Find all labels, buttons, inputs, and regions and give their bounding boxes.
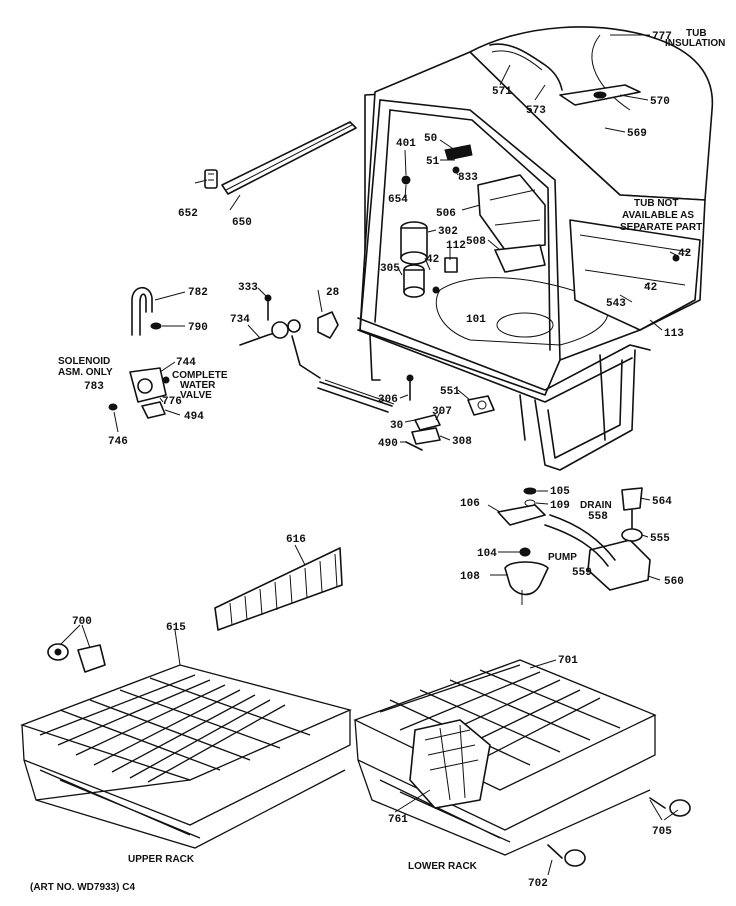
caption-drain: DRAIN <box>580 500 612 511</box>
label-508: 508 <box>466 236 486 248</box>
label-302: 302 <box>438 226 458 238</box>
label-558: 558 <box>588 511 608 523</box>
caption-tub-not-1: TUB NOT <box>634 198 678 209</box>
vent-hose <box>489 43 563 91</box>
label-654: 654 <box>388 194 408 206</box>
caption-valve-3: VALVE <box>180 390 212 401</box>
label-571: 571 <box>492 86 512 98</box>
left-parts <box>108 121 495 451</box>
label-101: 101 <box>466 314 486 326</box>
label-569: 569 <box>627 128 647 140</box>
label-113: 113 <box>664 328 684 340</box>
label-104: 104 <box>477 548 497 560</box>
label-42a: 42 <box>426 254 439 266</box>
label-615: 615 <box>166 622 186 634</box>
label-308: 308 <box>452 436 472 448</box>
part-labels: 777 571 573 570 569 50 401 51 833 654 50… <box>72 31 691 890</box>
label-560: 560 <box>664 576 684 588</box>
pump-parts <box>497 487 651 605</box>
label-650: 650 <box>232 217 252 229</box>
tub-insulation <box>429 26 714 201</box>
label-494: 494 <box>184 411 204 423</box>
caption-tub-insulation-1: TUB <box>686 28 707 39</box>
label-305: 305 <box>380 263 400 275</box>
lower-rack <box>353 659 691 867</box>
label-783: 783 <box>84 381 104 393</box>
label-776: 776 <box>162 396 182 408</box>
label-570: 570 <box>650 96 670 108</box>
label-833: 833 <box>458 172 478 184</box>
label-490: 490 <box>378 438 398 450</box>
caption-valve-2: WATER <box>180 380 216 391</box>
label-401: 401 <box>396 138 416 150</box>
caption-tub-not-2: AVAILABLE AS <box>622 210 694 221</box>
caption-valve-1: COMPLETE <box>172 370 228 381</box>
label-51: 51 <box>426 156 440 168</box>
label-744: 744 <box>176 357 196 369</box>
caption-solenoid-2: ASM. ONLY <box>58 367 113 378</box>
label-734: 734 <box>230 314 250 326</box>
label-106: 106 <box>460 498 480 510</box>
caption-tub-not-3: SEPARATE PART <box>620 222 702 233</box>
captions: TUB INSULATION TUB NOT AVAILABLE AS SEPA… <box>30 28 725 893</box>
label-112: 112 <box>446 240 466 252</box>
label-333: 333 <box>238 282 258 294</box>
flap-616 <box>214 547 343 631</box>
label-555: 555 <box>650 533 670 545</box>
upper-rack <box>20 643 352 849</box>
label-616: 616 <box>286 534 306 546</box>
label-564: 564 <box>652 496 672 508</box>
label-42c: 42 <box>644 282 657 294</box>
label-306: 306 <box>378 394 398 406</box>
label-506: 506 <box>436 208 456 220</box>
caption-upper-rack: UPPER RACK <box>128 854 195 865</box>
label-551: 551 <box>440 386 460 398</box>
label-108: 108 <box>460 571 480 583</box>
label-701: 701 <box>558 655 578 667</box>
label-42b: 42 <box>678 248 691 260</box>
label-109: 109 <box>550 500 570 512</box>
label-777: 777 <box>652 31 672 43</box>
label-700: 700 <box>72 616 92 628</box>
label-761: 761 <box>388 814 408 826</box>
caption-art-no: (ART NO. WD7933) C4 <box>30 882 135 893</box>
caption-pump: PUMP <box>548 552 577 563</box>
label-573: 573 <box>526 105 546 117</box>
label-30: 30 <box>390 420 403 432</box>
tub-assembly <box>357 26 714 471</box>
caption-tub-insulation-2: INSULATION <box>665 38 725 49</box>
caption-lower-rack: LOWER RACK <box>408 861 478 872</box>
label-705: 705 <box>652 826 672 838</box>
label-652: 652 <box>178 208 198 220</box>
label-782: 782 <box>188 287 208 299</box>
caption-solenoid-1: SOLENOID <box>58 356 110 367</box>
label-50: 50 <box>424 133 437 145</box>
label-746: 746 <box>108 436 128 448</box>
label-790: 790 <box>188 322 208 334</box>
label-28: 28 <box>326 287 340 299</box>
label-702: 702 <box>528 878 548 890</box>
label-559: 559 <box>572 567 592 579</box>
hose-782 <box>131 286 153 336</box>
label-105: 105 <box>550 486 570 498</box>
label-543: 543 <box>606 298 626 310</box>
label-307: 307 <box>432 406 452 418</box>
leader-lines <box>59 34 679 876</box>
